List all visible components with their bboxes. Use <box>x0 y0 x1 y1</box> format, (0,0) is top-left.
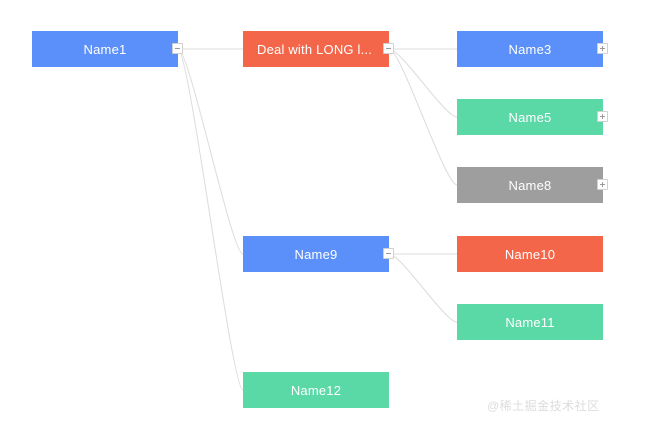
edge-name1-to-name12 <box>177 48 244 391</box>
node-label: Name1 <box>83 41 127 57</box>
node-label: Name11 <box>505 314 555 330</box>
node-name5[interactable]: Name5 <box>457 99 603 135</box>
node-label: Name10 <box>504 246 556 262</box>
watermark: @稀土掘金技术社区 <box>487 399 600 413</box>
toggle-bar-vertical <box>602 46 603 51</box>
node-name9[interactable]: Name9 <box>243 236 389 272</box>
minus-icon[interactable] <box>383 248 394 259</box>
node-name3[interactable]: Name3 <box>457 31 603 67</box>
node-name12[interactable]: Name12 <box>243 372 389 408</box>
plus-icon[interactable] <box>597 43 608 54</box>
edge-name9-to-name11 <box>388 253 458 323</box>
toggle-bar-horizontal <box>175 48 180 49</box>
minus-icon[interactable] <box>172 43 183 54</box>
edge-deal-to-name5 <box>388 48 458 118</box>
toggle-bar-vertical <box>602 114 603 119</box>
toggle-bar-horizontal <box>386 253 391 254</box>
edge-name1-to-name9 <box>177 48 244 255</box>
node-label: Deal with LONG l... <box>257 41 373 57</box>
node-label: Name5 <box>508 109 552 125</box>
toggle-bar-vertical <box>602 182 603 187</box>
minus-icon[interactable] <box>383 43 394 54</box>
node-name11[interactable]: Name11 <box>457 304 603 340</box>
node-deal[interactable]: Deal with LONG l... <box>243 31 389 67</box>
plus-icon[interactable] <box>597 179 608 190</box>
node-name1[interactable]: Name1 <box>32 31 178 67</box>
node-label: Name12 <box>290 382 342 398</box>
plus-icon[interactable] <box>597 111 608 122</box>
node-label: Name3 <box>508 41 552 57</box>
node-label: Name8 <box>508 177 552 193</box>
edge-deal-to-name8 <box>388 48 458 186</box>
node-name8[interactable]: Name8 <box>457 167 603 203</box>
toggle-bar-horizontal <box>386 48 391 49</box>
node-label: Name9 <box>294 246 338 262</box>
node-name10[interactable]: Name10 <box>457 236 603 272</box>
